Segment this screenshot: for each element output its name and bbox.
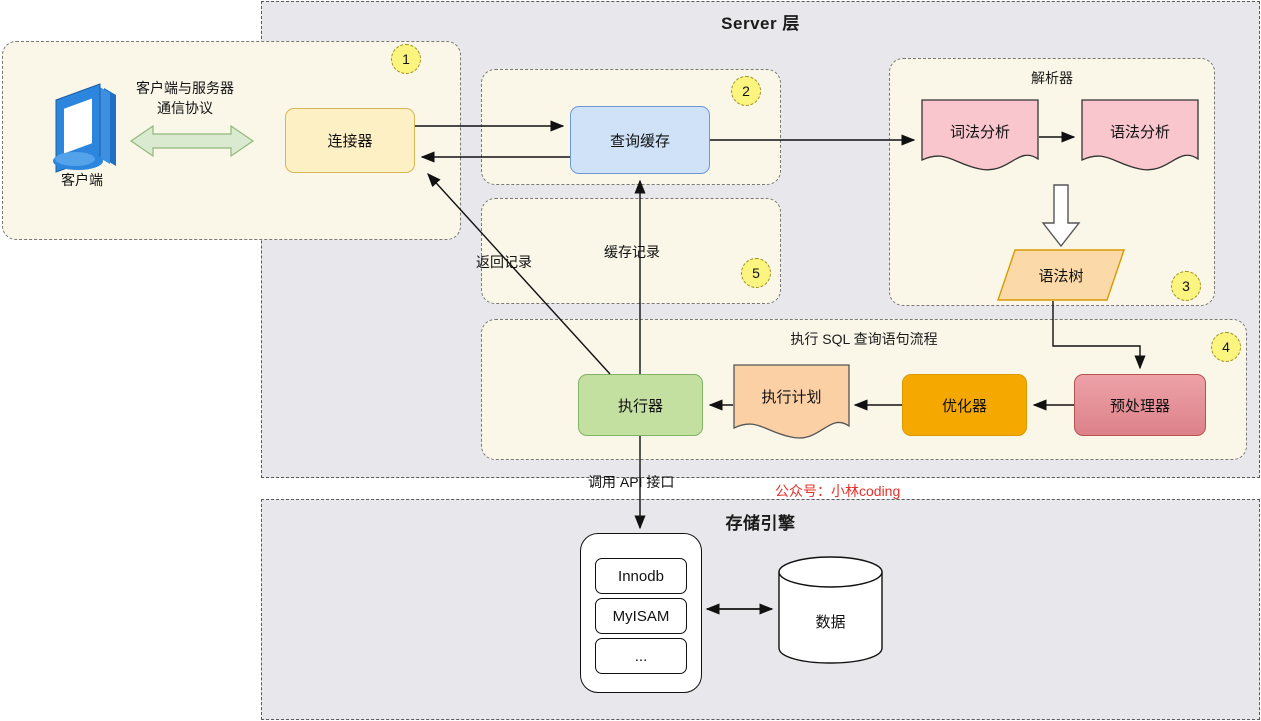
engine-item-more[interactable]: ... — [595, 638, 687, 674]
api-call-label: 调用 API 接口 — [588, 474, 675, 490]
syntax-analysis-label: 语法分析 — [1109, 124, 1170, 141]
watermark-text: 公众号：小林coding — [775, 483, 901, 499]
parser-hollow-down-arrow-icon — [1041, 184, 1081, 248]
return-record-label: 返回记录 — [476, 254, 532, 270]
preprocessor-node[interactable]: 预处理器 — [1074, 374, 1206, 436]
parser-title: 解析器 — [1031, 70, 1073, 86]
execution-plan-node[interactable]: 执行计划 — [733, 364, 850, 444]
protocol-double-arrow-icon — [129, 123, 255, 159]
storage-layer-title: 存储引擎 — [725, 514, 796, 533]
storage-engine-shell: Innodb MyISAM ... — [580, 533, 702, 693]
server-layer-title: Server 层 — [721, 14, 800, 33]
connector-node[interactable]: 连接器 — [285, 108, 415, 173]
badge-5: 5 — [741, 258, 771, 288]
syntax-tree-label: 语法树 — [1038, 268, 1084, 285]
monitor-icon — [42, 82, 124, 173]
engine-item-myisam[interactable]: MyISAM — [595, 598, 687, 634]
badge-2: 2 — [731, 76, 761, 106]
lexical-analysis-label: 词法分析 — [949, 124, 1010, 141]
client-label: 客户端 — [61, 172, 103, 188]
engine-item-innodb[interactable]: Innodb — [595, 558, 687, 594]
badge-1: 1 — [391, 44, 421, 74]
data-cylinder — [778, 556, 883, 664]
query-cache-node[interactable]: 查询缓存 — [570, 106, 710, 174]
syntax-analysis-node[interactable]: 语法分析 — [1081, 99, 1199, 175]
cache-record-label: 缓存记录 — [604, 244, 660, 260]
syntax-tree-node[interactable]: 语法树 — [997, 249, 1125, 301]
execution-plan-label: 执行计划 — [761, 389, 822, 406]
protocol-label-line1: 客户端与服务器 — [136, 80, 234, 96]
data-store-label: 数据 — [815, 614, 846, 631]
optimizer-node[interactable]: 优化器 — [902, 374, 1027, 436]
badge-4: 4 — [1211, 332, 1241, 362]
lexical-analysis-node[interactable]: 词法分析 — [921, 99, 1039, 175]
exec-flow-title: 执行 SQL 查询语句流程 — [790, 331, 938, 347]
executor-node[interactable]: 执行器 — [578, 374, 703, 436]
protocol-label-line2: 通信协议 — [157, 100, 213, 116]
badge-3: 3 — [1171, 271, 1201, 301]
